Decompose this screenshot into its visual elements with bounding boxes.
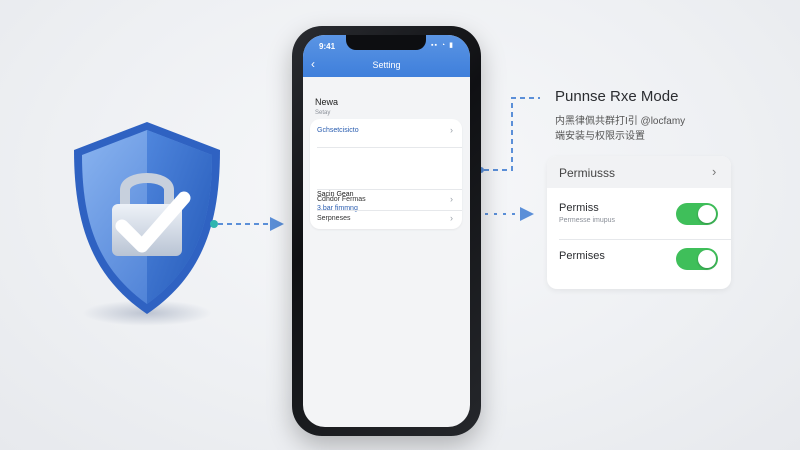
profile-subtitle: Setay: [315, 110, 331, 116]
settings-row-scan[interactable]: Sacin Gean 3.bar fimmng: [310, 149, 462, 212]
status-time: 9:41: [319, 42, 336, 51]
permission-row: Permiss Permesse imupus: [547, 194, 731, 238]
profile-name: Newa: [315, 97, 339, 107]
settings-row-label: Cdhdor Fermas: [317, 196, 366, 203]
permission-row: Permises: [547, 242, 731, 282]
security-shield-icon: [74, 122, 220, 314]
settings-app-bar: 9:41 ▪▪ ◔ ▮ ‹ Setting: [303, 35, 470, 77]
permission-sublabel: Permesse imupus: [559, 217, 616, 224]
toggle-knob: [698, 205, 716, 223]
settings-row-label: Sacin Gean: [317, 191, 354, 198]
chevron-right-icon: ›: [450, 194, 453, 204]
mode-description-line2: 端安装与权限示设置: [555, 131, 645, 142]
settings-row-label: Serpneses: [317, 215, 351, 222]
phone-notch: [346, 35, 426, 50]
chevron-right-icon: ›: [712, 164, 717, 179]
screen-title: Setting: [372, 60, 401, 70]
divider: [559, 239, 731, 240]
settings-row-general[interactable]: Gchsetcisicto ›: [310, 119, 462, 147]
settings-row-label: Gchsetcisicto: [317, 127, 359, 134]
status-icons: ▪▪ ◔ ▮: [431, 42, 454, 49]
mode-description-line1: 内黑律佩共群打I引 @locfamy: [555, 116, 686, 127]
chevron-right-icon: ›: [450, 125, 453, 135]
divider: [317, 210, 462, 211]
toggle-knob: [698, 250, 716, 268]
permission-toggle[interactable]: [676, 203, 718, 225]
permissions-panel: Permiusss › Permiss Permesse imupus Perm…: [547, 156, 731, 289]
permissions-header-row[interactable]: Permiusss ›: [547, 156, 731, 188]
phone-screen: 9:41 ▪▪ ◔ ▮ ‹ Setting Newa Setay Gchsetc…: [303, 35, 470, 427]
settings-row-permissions[interactable]: Serpneses ›: [310, 211, 462, 229]
divider: [317, 189, 462, 190]
permission-label: Permises: [559, 250, 605, 262]
mode-title: Punnse Rxe Mode: [555, 88, 679, 105]
chevron-right-icon: ›: [450, 213, 453, 223]
permission-label: Permiss: [559, 202, 599, 214]
divider: [317, 147, 462, 148]
settings-row-sublabel: 3.bar fimmng: [317, 205, 358, 212]
back-arrow-icon[interactable]: ‹: [311, 57, 315, 71]
permission-toggle[interactable]: [676, 248, 718, 270]
settings-card: Gchsetcisicto › Sacin Gean 3.bar fimmng …: [310, 119, 462, 229]
settings-row-color[interactable]: Cdhdor Fermas ›: [310, 190, 462, 210]
permissions-header-label: Permiusss: [559, 166, 616, 180]
